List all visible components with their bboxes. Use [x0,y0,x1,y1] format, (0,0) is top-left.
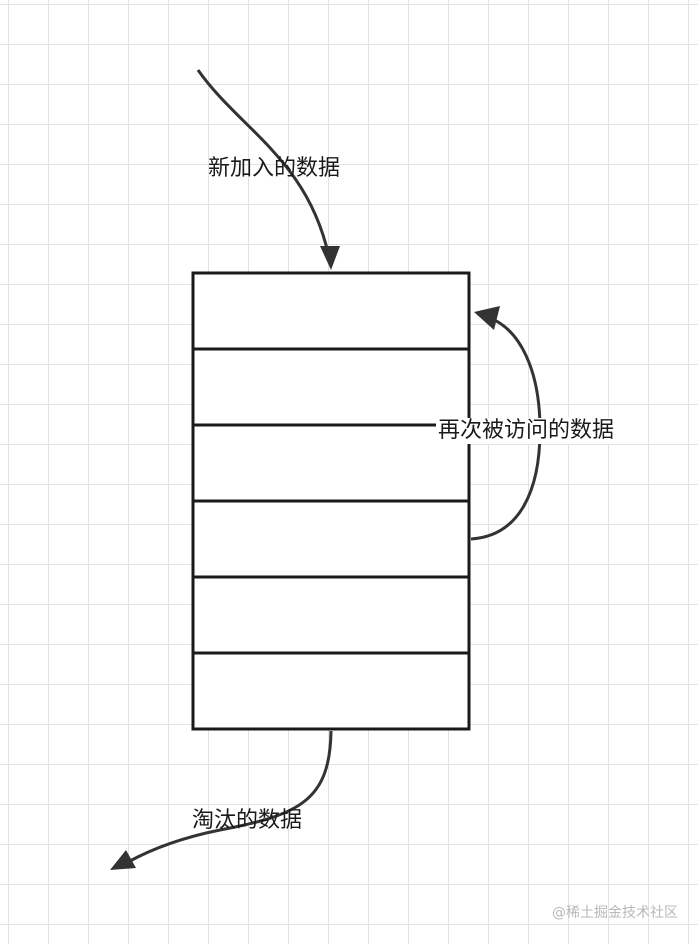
new-data-arrow [196,69,332,263]
new-data-arrowhead [320,246,340,270]
new-data-label: 新加入的数据 [208,156,341,181]
evicted-data-label: 淘汰的数据 [192,808,303,833]
evicted-data-arrow [127,730,333,864]
revisit-arrowhead [474,306,500,330]
revisited-data-label: 再次被访问的数据 [436,418,617,444]
evicted-data-arrowhead [110,850,136,870]
watermark-text: @稀土掘金技术社区 [552,905,678,921]
